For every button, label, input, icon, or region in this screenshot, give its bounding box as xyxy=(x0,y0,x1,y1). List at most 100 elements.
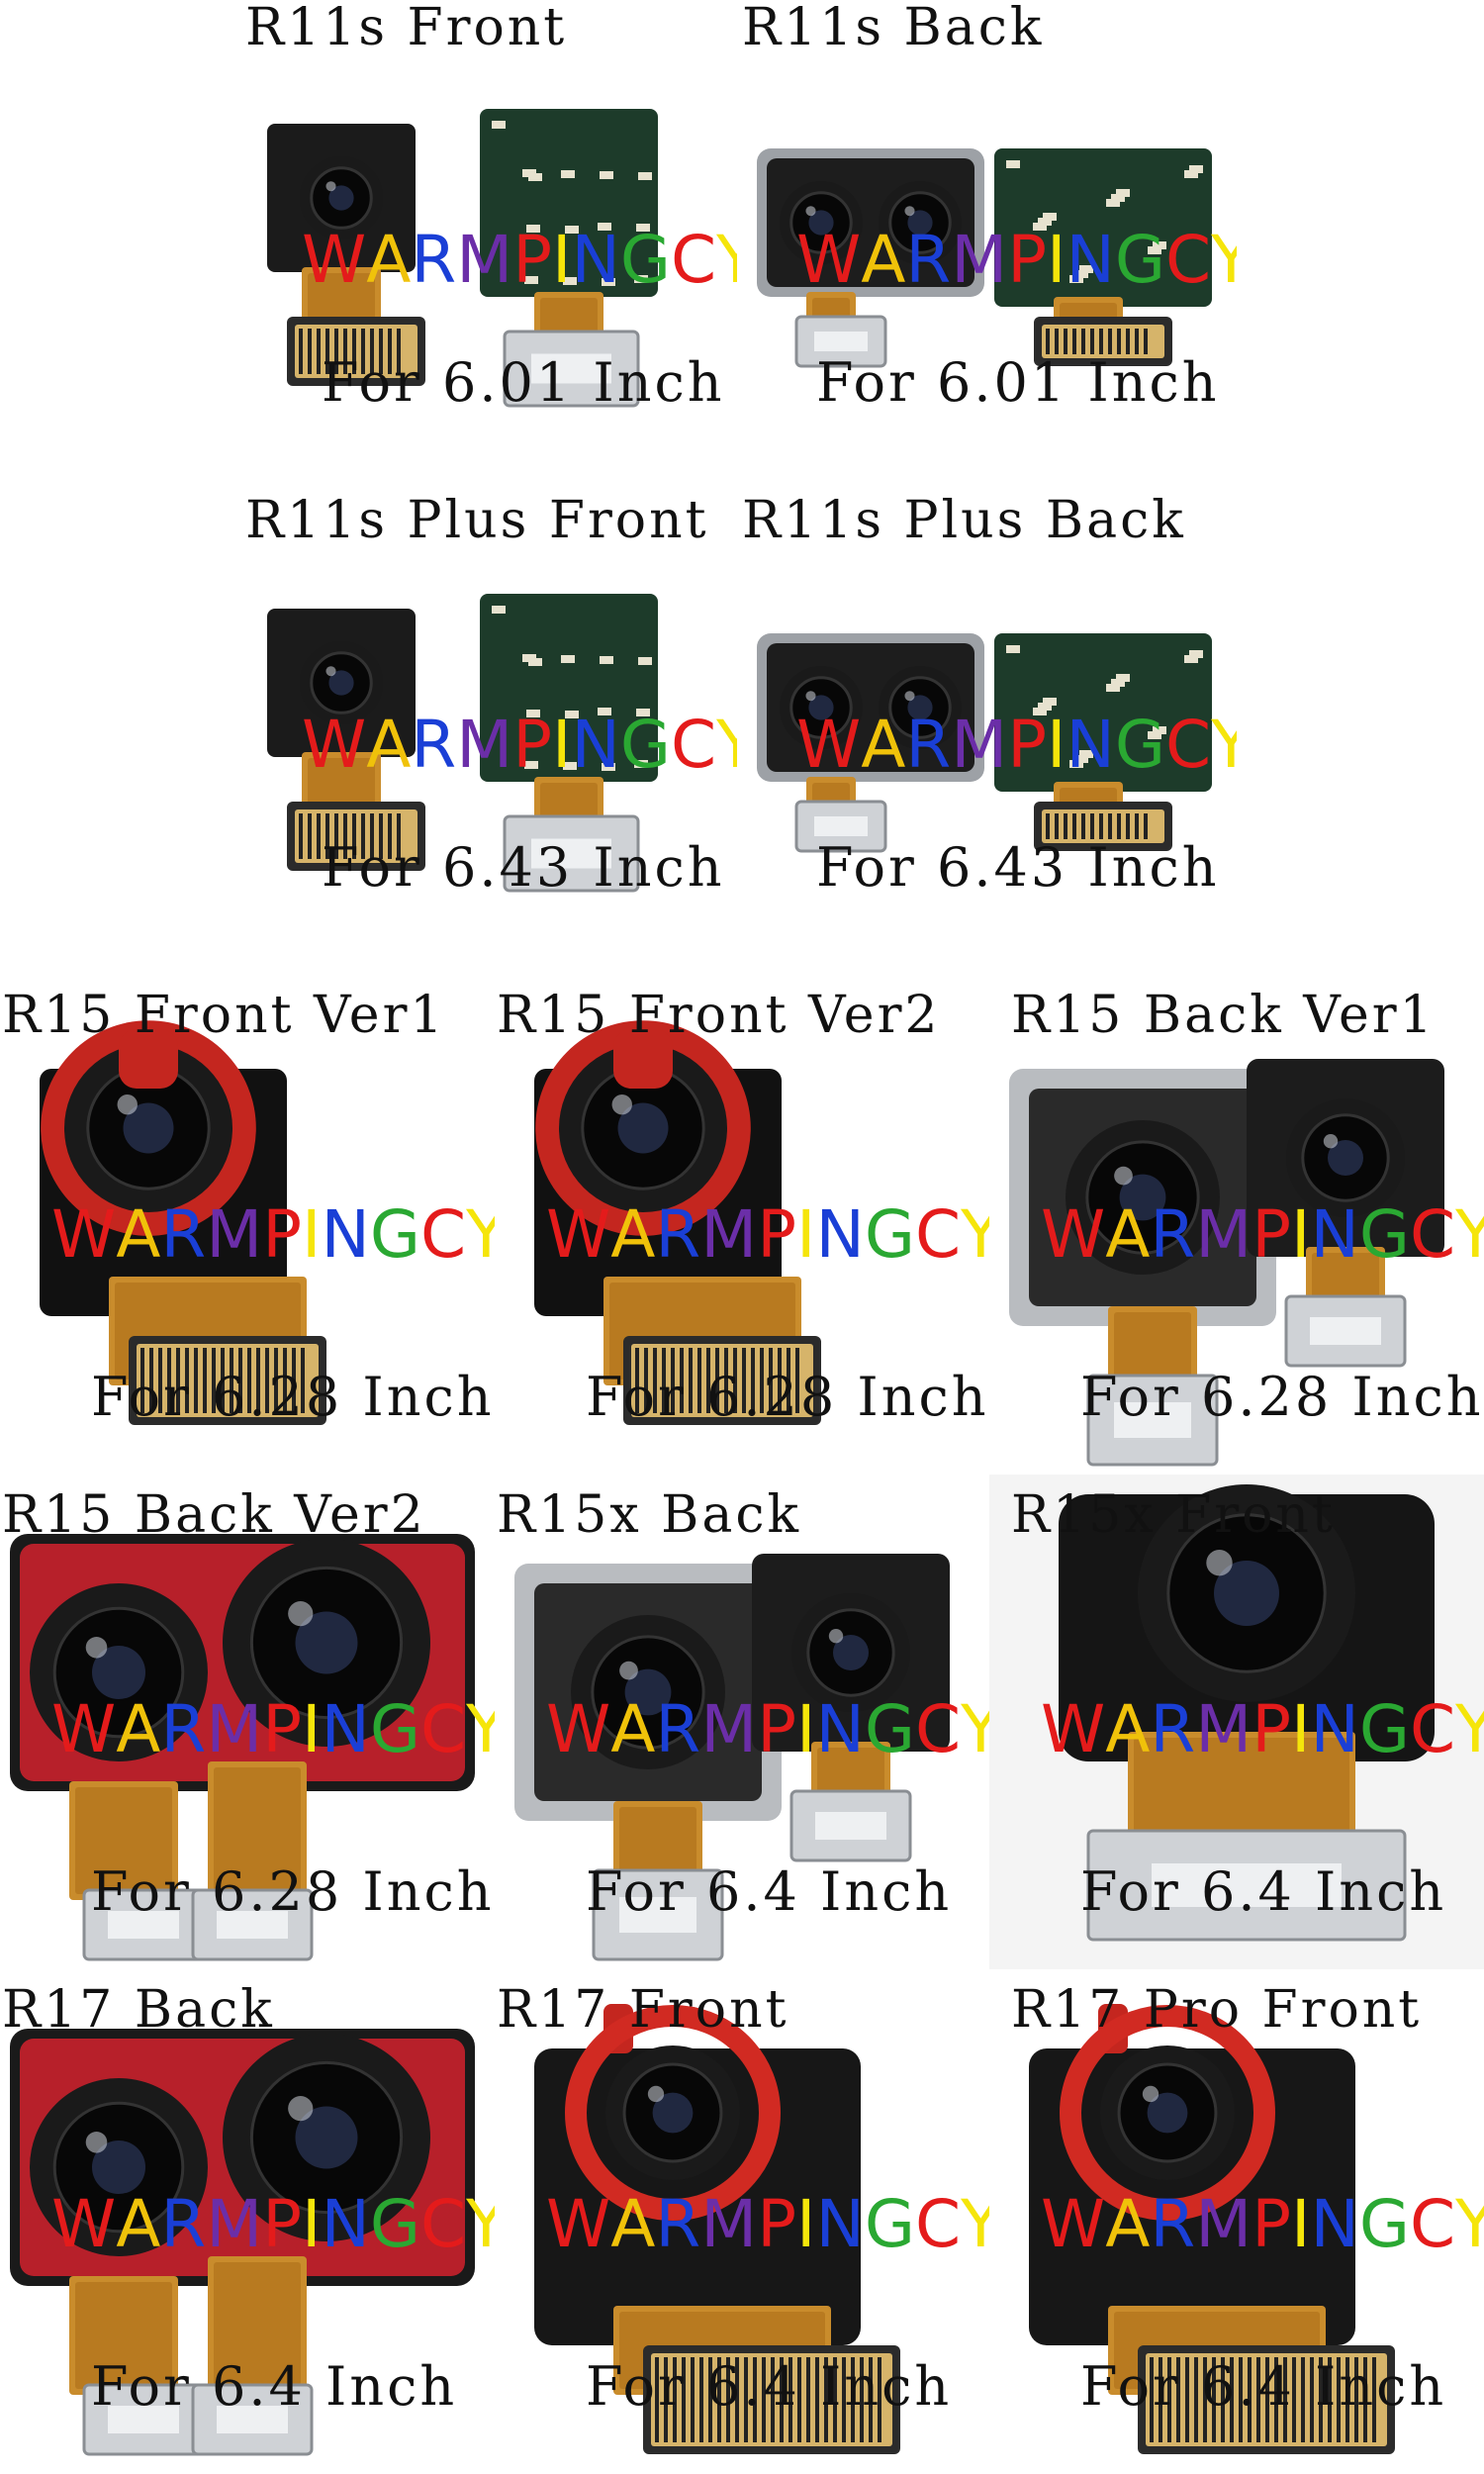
panel-title: R15x Back xyxy=(497,1485,802,1545)
watermark-letter: G xyxy=(369,2186,421,2262)
watermark-letter: Y xyxy=(716,222,737,298)
watermark-letter: P xyxy=(1252,1196,1292,1273)
panel-r15-front-ver2: R15 Front Ver2 WARMPINGCYPFor 6.28 Inch xyxy=(495,980,989,1475)
panel-title: R11s Plus Front xyxy=(245,491,709,550)
watermark-letter: I xyxy=(796,1196,816,1273)
watermark-letter: Y xyxy=(1211,707,1237,783)
watermark-letter: W xyxy=(796,707,862,783)
watermark-letter: N xyxy=(1310,1196,1359,1273)
watermark-letter: I xyxy=(796,1691,816,1767)
watermark-letter: P xyxy=(757,1691,797,1767)
watermark-letter: A xyxy=(116,1196,161,1273)
watermark-letter: G xyxy=(369,1196,421,1273)
watermark-letter: I xyxy=(1291,1691,1311,1767)
watermark-letter: R xyxy=(411,707,457,783)
watermark-letter: C xyxy=(420,1691,467,1767)
watermark: WARMPINGCYP xyxy=(1041,2192,1484,2257)
watermark-letter: W xyxy=(546,2186,611,2262)
watermark-letter: Y xyxy=(1455,2186,1484,2262)
watermark-letter: W xyxy=(302,222,367,298)
watermark-letter: N xyxy=(1310,2186,1359,2262)
watermark-letter: R xyxy=(160,1691,207,1767)
watermark-letter: Y xyxy=(716,707,737,783)
panel-r15x-back: R15x Back WARMPINGCYP For 6.4 Inch xyxy=(495,1475,989,1969)
size-spec: For 6.43 Inch xyxy=(322,836,725,899)
watermark-letter: N xyxy=(1066,707,1115,783)
watermark-letter: W xyxy=(51,1196,117,1273)
panel-title: R17 Front xyxy=(497,1980,789,2040)
panel-r11s-plus-front: R11s Plus Front WARMPINGCYPFor 6.43 Inch xyxy=(242,485,737,950)
watermark: WARMPINGCYP xyxy=(1041,1697,1484,1762)
watermark-letter: M xyxy=(206,2186,263,2262)
size-spec: For 6.4 Inch xyxy=(1080,2355,1447,2418)
watermark-letter: C xyxy=(420,2186,467,2262)
watermark-letter: N xyxy=(571,707,620,783)
panel-title: R15x Front xyxy=(1011,1485,1336,1545)
panel-title: R15 Back Ver1 xyxy=(1011,986,1436,1045)
watermark-letter: P xyxy=(757,2186,797,2262)
watermark: WARMPINGCYP xyxy=(51,1697,495,1762)
watermark-letter: P xyxy=(1007,707,1048,783)
watermark-letter: G xyxy=(864,1196,916,1273)
watermark-letter: C xyxy=(1410,1196,1456,1273)
watermark-letter: W xyxy=(796,222,862,298)
watermark: WARMPINGCYP xyxy=(1041,1202,1484,1268)
size-spec: For 6.28 Inch xyxy=(91,1366,495,1428)
watermark-letter: R xyxy=(160,2186,207,2262)
panel-r17-pro-front: R17 Pro Front WARMPINGCYPFor 6.4 Inch xyxy=(989,1969,1484,2474)
watermark-letter: W xyxy=(1041,2186,1106,2262)
panel-title: R11s Front xyxy=(245,0,568,57)
watermark-letter: I xyxy=(1047,222,1067,298)
size-spec: For 6.4 Inch xyxy=(586,1860,953,1923)
watermark-letter: G xyxy=(1358,2186,1411,2262)
watermark-letter: M xyxy=(456,707,513,783)
watermark-letter: C xyxy=(915,1196,962,1273)
watermark: WARMPINGCYP xyxy=(546,1697,989,1762)
watermark: WARMPINGCYP xyxy=(796,713,1237,778)
watermark-letter: R xyxy=(160,1196,207,1273)
watermark-letter: C xyxy=(1410,1691,1456,1767)
watermark-letter: P xyxy=(1252,2186,1292,2262)
panel-r11s-plus-back: R11s Plus Back WARMPINGCYPFor 6.43 Inch xyxy=(737,485,1237,950)
watermark-letter: M xyxy=(700,2186,758,2262)
panel-title: R11s Plus Back xyxy=(742,491,1186,550)
watermark-letter: R xyxy=(905,707,952,783)
watermark-letter: G xyxy=(369,1691,421,1767)
watermark-letter: M xyxy=(700,1196,758,1273)
panel-r11s-back: R11s Back WARMPINGCYPFor 6.01 Inch xyxy=(737,0,1237,455)
watermark-letter: G xyxy=(619,222,672,298)
watermark-letter: I xyxy=(302,2186,322,2262)
watermark-letter: N xyxy=(571,222,620,298)
camera-module-illustration xyxy=(267,594,658,893)
watermark-letter: A xyxy=(1105,2186,1151,2262)
watermark-letter: I xyxy=(796,2186,816,2262)
watermark-letter: W xyxy=(546,1691,611,1767)
camera-module-illustration xyxy=(757,148,1212,368)
watermark-letter: A xyxy=(861,707,906,783)
watermark-letter: N xyxy=(1310,1691,1359,1767)
watermark-letter: C xyxy=(671,707,717,783)
camera-module-illustration xyxy=(989,1475,1484,1969)
panel-title: R17 Back xyxy=(2,1980,275,2040)
watermark-letter: A xyxy=(116,2186,161,2262)
watermark-letter: M xyxy=(456,222,513,298)
camera-module-illustration xyxy=(534,2004,900,2454)
watermark-letter: A xyxy=(366,222,412,298)
watermark-letter: W xyxy=(1041,1196,1106,1273)
watermark-letter: N xyxy=(1066,222,1115,298)
size-spec: For 6.01 Inch xyxy=(322,351,725,414)
watermark-letter: C xyxy=(420,1196,467,1273)
watermark-letter: M xyxy=(1195,2186,1252,2262)
watermark-letter: A xyxy=(610,2186,656,2262)
watermark-letter: C xyxy=(915,1691,962,1767)
watermark: WARMPINGCYP xyxy=(302,228,737,293)
size-spec: For 6.4 Inch xyxy=(586,2355,953,2418)
watermark-letter: A xyxy=(1105,1196,1151,1273)
watermark-letter: W xyxy=(1041,1691,1106,1767)
watermark-letter: A xyxy=(366,707,412,783)
panel-title: R15 Front Ver2 xyxy=(497,986,941,1045)
watermark-letter: G xyxy=(1358,1196,1411,1273)
watermark-letter: G xyxy=(864,1691,916,1767)
watermark-letter: G xyxy=(1114,707,1166,783)
